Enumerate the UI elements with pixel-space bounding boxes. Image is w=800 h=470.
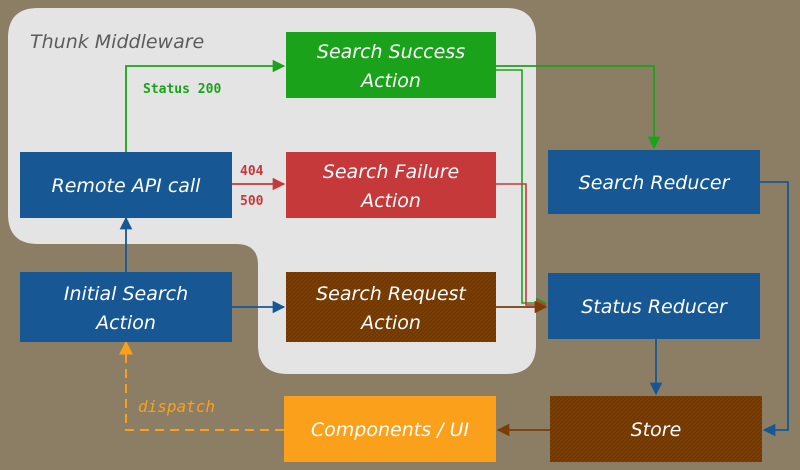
node-remote-api-call: Remote API call: [20, 152, 232, 218]
node-initial-search-action-line2: Action: [94, 312, 156, 334]
node-status-reducer-label: Status Reducer: [581, 296, 728, 318]
node-search-success-action-line2: Action: [359, 70, 421, 92]
node-search-request-action-line1: Search Request: [316, 283, 467, 305]
label-404: 404: [240, 164, 264, 179]
node-search-reducer-label: Search Reducer: [579, 172, 731, 194]
node-search-reducer-box: [548, 150, 760, 214]
node-initial-search-action-box: [20, 272, 232, 342]
node-search-success-action: Search Success Action: [286, 32, 496, 98]
node-search-failure-action-box: [286, 152, 496, 218]
node-status-reducer-box: [548, 273, 760, 339]
node-search-failure-action: Search Failure Action: [286, 152, 496, 218]
node-search-failure-action-line2: Action: [359, 190, 421, 212]
edge-dispatch: [119, 340, 284, 431]
edge-success-to-status-reducer: [496, 69, 548, 309]
node-search-failure-action-line1: Search Failure: [323, 161, 459, 183]
node-search-reducer: Search Reducer: [548, 150, 760, 214]
node-remote-api-call-label: Remote API call: [52, 175, 202, 197]
node-remote-api-call-box: [20, 152, 232, 218]
node-search-success-action-line1: Search Success: [317, 41, 465, 63]
edge-status-200: [125, 59, 286, 152]
label-dispatch: dispatch: [138, 397, 215, 416]
node-initial-search-action-line1: Initial Search: [64, 283, 188, 305]
label-status-200: Status 200: [143, 82, 221, 97]
node-status-reducer: Status Reducer: [548, 273, 760, 339]
node-components-ui-label: Components / UI: [311, 419, 470, 441]
node-search-request-action: Search Request Action: [286, 272, 496, 342]
node-store-label: Store: [631, 419, 682, 441]
node-components-ui: Components / UI: [284, 396, 496, 462]
node-search-success-action-box: [286, 32, 496, 98]
edges: [119, 59, 789, 437]
label-500: 500: [240, 194, 264, 209]
panel-title: Thunk Middleware: [30, 31, 204, 53]
node-store-box: [550, 396, 762, 462]
node-components-ui-box: [284, 396, 496, 462]
edge-success-to-search-reducer: [496, 65, 661, 150]
node-store: Store: [550, 396, 762, 462]
node-initial-search-action: Initial Search Action: [20, 272, 232, 342]
node-search-request-action-box: [286, 272, 496, 342]
node-search-request-action-line2: Action: [359, 312, 421, 334]
edge-search-reducer-to-store: [760, 181, 789, 437]
